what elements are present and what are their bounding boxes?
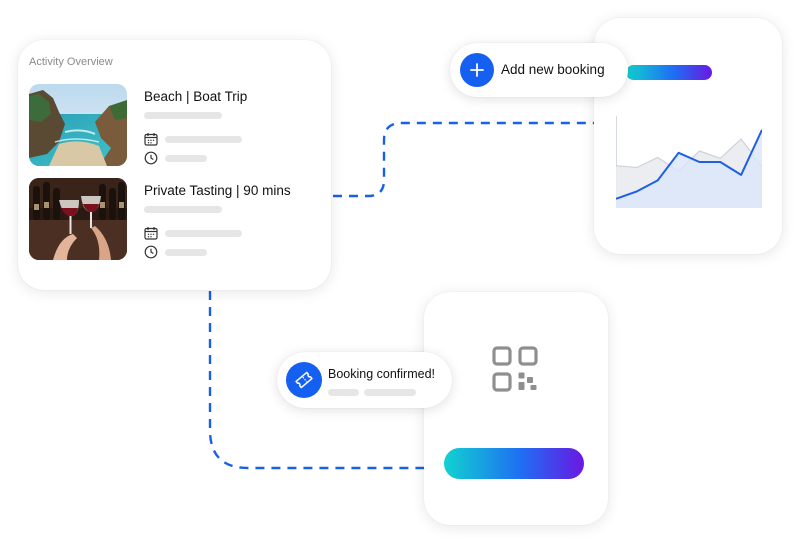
qr-ticket-card xyxy=(424,292,608,525)
qr-code-icon xyxy=(492,346,538,392)
placeholder-bar xyxy=(144,112,222,119)
activity-title: Private Tasting | 90 mins xyxy=(144,183,291,198)
booking-confirmed-toast: Booking confirmed! xyxy=(277,352,452,408)
series-area-primary xyxy=(616,129,762,208)
gradient-progress-bar xyxy=(626,65,712,80)
analytics-chart-card xyxy=(594,18,782,254)
activity-overview-card: Activity Overview xyxy=(18,40,331,290)
calendar-icon xyxy=(144,227,158,240)
add-new-booking-label: Add new booking xyxy=(501,62,605,77)
placeholder-bar xyxy=(144,206,222,213)
series-line-primary xyxy=(616,129,762,200)
plus-icon xyxy=(460,53,494,87)
clock-icon xyxy=(144,151,158,165)
gradient-action-button[interactable] xyxy=(444,448,584,479)
connector-activity-to-qr xyxy=(208,291,424,470)
wine-toast-photo xyxy=(29,178,127,260)
coastal-beach-photo xyxy=(29,84,127,166)
add-new-booking-button[interactable]: Add new booking xyxy=(450,43,628,97)
time-placeholder-bar xyxy=(165,249,207,256)
activity-overview-title: Activity Overview xyxy=(29,56,113,68)
date-placeholder-bar xyxy=(165,230,242,237)
calendar-icon xyxy=(144,133,158,146)
activity-item-beach[interactable]: Beach | Boat Trip xyxy=(29,84,319,166)
time-placeholder-bar xyxy=(165,155,207,162)
placeholder-bar xyxy=(364,389,416,396)
connector-activity-to-chart xyxy=(333,121,596,198)
activity-item-tasting[interactable]: Private Tasting | 90 mins xyxy=(29,178,319,260)
date-placeholder-bar xyxy=(165,136,242,143)
clock-icon xyxy=(144,245,158,259)
ticket-icon xyxy=(286,362,322,398)
booking-confirmed-label: Booking confirmed! xyxy=(328,367,436,381)
line-chart xyxy=(616,116,762,208)
activity-title: Beach | Boat Trip xyxy=(144,89,248,104)
placeholder-bar xyxy=(328,389,359,396)
